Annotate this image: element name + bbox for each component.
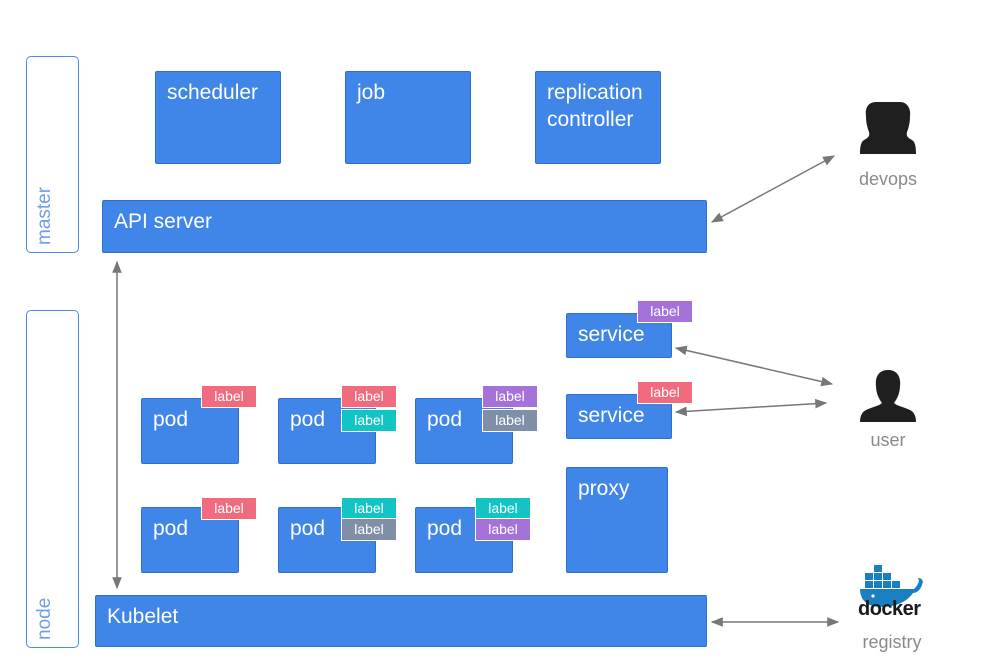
api-devops-arrow: [710, 155, 836, 223]
proxy-box[interactable]: proxy: [566, 467, 668, 573]
service-user-arrow: [674, 345, 834, 387]
person-silhouette-icon: [860, 370, 916, 422]
pod-label: pod: [427, 408, 463, 431]
user-label: user: [870, 430, 906, 450]
docker-whale-icon: [860, 565, 923, 607]
master-group: [26, 56, 79, 253]
service-tag: label: [637, 300, 693, 323]
pod-label: pod: [290, 517, 326, 540]
docker-logo-text: docker: [858, 598, 921, 620]
scheduler-box[interactable]: scheduler: [155, 71, 281, 164]
pod-label: pod: [290, 408, 326, 431]
pod-tag: label: [482, 385, 538, 408]
proxy-label: proxy: [578, 477, 630, 500]
pod-box[interactable]: pod: [141, 398, 239, 464]
api-server-box[interactable]: API server: [102, 200, 707, 253]
service-label: service: [578, 404, 645, 427]
pod-tag: label: [475, 518, 531, 541]
pod-tag: label: [341, 518, 397, 541]
service-tag: label: [637, 381, 693, 404]
job-label: job: [357, 81, 386, 104]
pod-tag: label: [475, 497, 531, 520]
pod-tag: label: [201, 497, 257, 520]
kubelet-label: Kubelet: [107, 605, 179, 628]
registry-label: registry: [862, 632, 922, 652]
node-group: [26, 310, 79, 648]
service-user-arrow: [674, 398, 828, 417]
replication-controller-label: replication controller: [547, 81, 643, 131]
pod-tag: label: [341, 409, 397, 432]
pod-label: pod: [153, 408, 189, 431]
pod-tag: label: [201, 385, 257, 408]
devops-label: devops: [858, 169, 918, 189]
person-silhouette-icon: [860, 102, 916, 154]
kubelet-box[interactable]: Kubelet: [95, 595, 707, 647]
service-label: service: [578, 323, 645, 346]
pod-label: pod: [427, 517, 463, 540]
job-box[interactable]: job: [345, 71, 471, 164]
pod-tag: label: [482, 409, 538, 432]
scheduler-label: scheduler: [167, 81, 259, 104]
api-server-label: API server: [114, 210, 213, 233]
pod-label: pod: [153, 517, 189, 540]
replication-controller-box[interactable]: replication controller: [535, 71, 661, 164]
pod-tag: label: [341, 385, 397, 408]
